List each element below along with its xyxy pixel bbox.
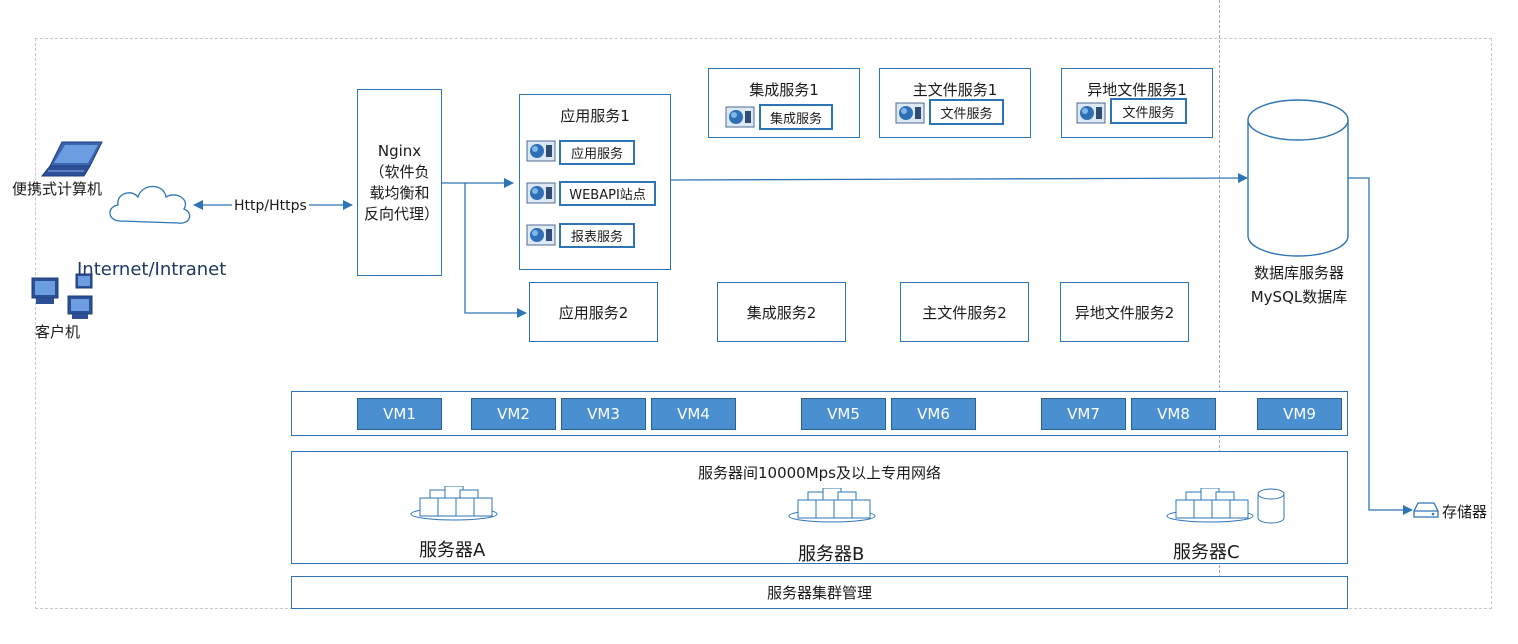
database-cylinder-icon	[1247, 99, 1349, 257]
server-b-icon	[788, 488, 876, 523]
file-server-icon	[895, 102, 925, 124]
nginx-label: Nginx（软件负载均衡和反向代理）	[364, 141, 440, 223]
server-a-icon	[410, 486, 498, 521]
vm-9: VM9	[1257, 398, 1342, 430]
server-b-label: 服务器B	[798, 544, 865, 565]
vm-5: VM5	[801, 398, 886, 430]
integration-server-icon	[725, 106, 755, 128]
cloud-icon	[109, 185, 191, 224]
app-server-icon	[526, 140, 556, 162]
integration-service-1-title: 集成服务1	[749, 81, 819, 99]
separator-line	[1219, 0, 1220, 608]
storage-icon	[1413, 502, 1439, 518]
client-computers-icon	[31, 273, 93, 319]
vm-1: VM1	[357, 398, 442, 430]
vm-8: VM8	[1131, 398, 1216, 430]
laptop-label: 便携式计算机	[12, 180, 103, 198]
remote-file-server-icon	[1076, 102, 1106, 124]
app-service-1-title: 应用服务1	[560, 107, 630, 125]
integration-item: 集成服务	[759, 104, 833, 130]
db-label-1: 数据库服务器	[1253, 264, 1344, 282]
server-a-label: 服务器A	[419, 540, 486, 561]
storage-label: 存储器	[1442, 503, 1488, 521]
remote-file-service-2: 异地文件服务2	[1060, 282, 1189, 342]
file-service-1-title: 主文件服务1	[912, 81, 998, 99]
report-item: 报表服务	[559, 223, 635, 248]
server-c-icon	[1166, 488, 1285, 524]
remote-file-item: 文件服务	[1110, 98, 1187, 124]
network-label: Internet/Intranet	[77, 259, 227, 280]
vm-7: VM7	[1041, 398, 1126, 430]
client-label: 客户机	[35, 323, 81, 341]
report-server-icon	[526, 224, 556, 246]
app-db-connector	[669, 173, 1248, 184]
db-label-2: MySQL数据库	[1250, 288, 1348, 306]
app-service-item: 应用服务	[559, 140, 635, 165]
app-service-2: 应用服务2	[529, 282, 658, 342]
network-title: 服务器间10000Mps及以上专用网络	[698, 464, 941, 482]
vm-3: VM3	[561, 398, 646, 430]
remote-file-service-1-title: 异地文件服务1	[1087, 81, 1187, 99]
vm-6: VM6	[891, 398, 976, 430]
nginx-box: Nginx（软件负载均衡和反向代理）	[357, 89, 442, 276]
vm-4: VM4	[651, 398, 736, 430]
integration-service-2: 集成服务2	[717, 282, 846, 342]
file-item: 文件服务	[929, 99, 1004, 125]
cluster-management-box: 服务器集群管理	[291, 576, 1348, 609]
server-c-label: 服务器C	[1173, 542, 1240, 563]
db-storage-connector	[1348, 177, 1413, 515]
vm-2: VM2	[471, 398, 556, 430]
protocol-label: Http/Https	[232, 198, 309, 214]
webapi-server-icon	[526, 182, 556, 204]
laptop-icon	[40, 141, 103, 177]
file-service-2: 主文件服务2	[900, 282, 1029, 342]
webapi-item: WEBAPI站点	[559, 181, 656, 206]
nginx-app2-connector	[464, 183, 527, 318]
